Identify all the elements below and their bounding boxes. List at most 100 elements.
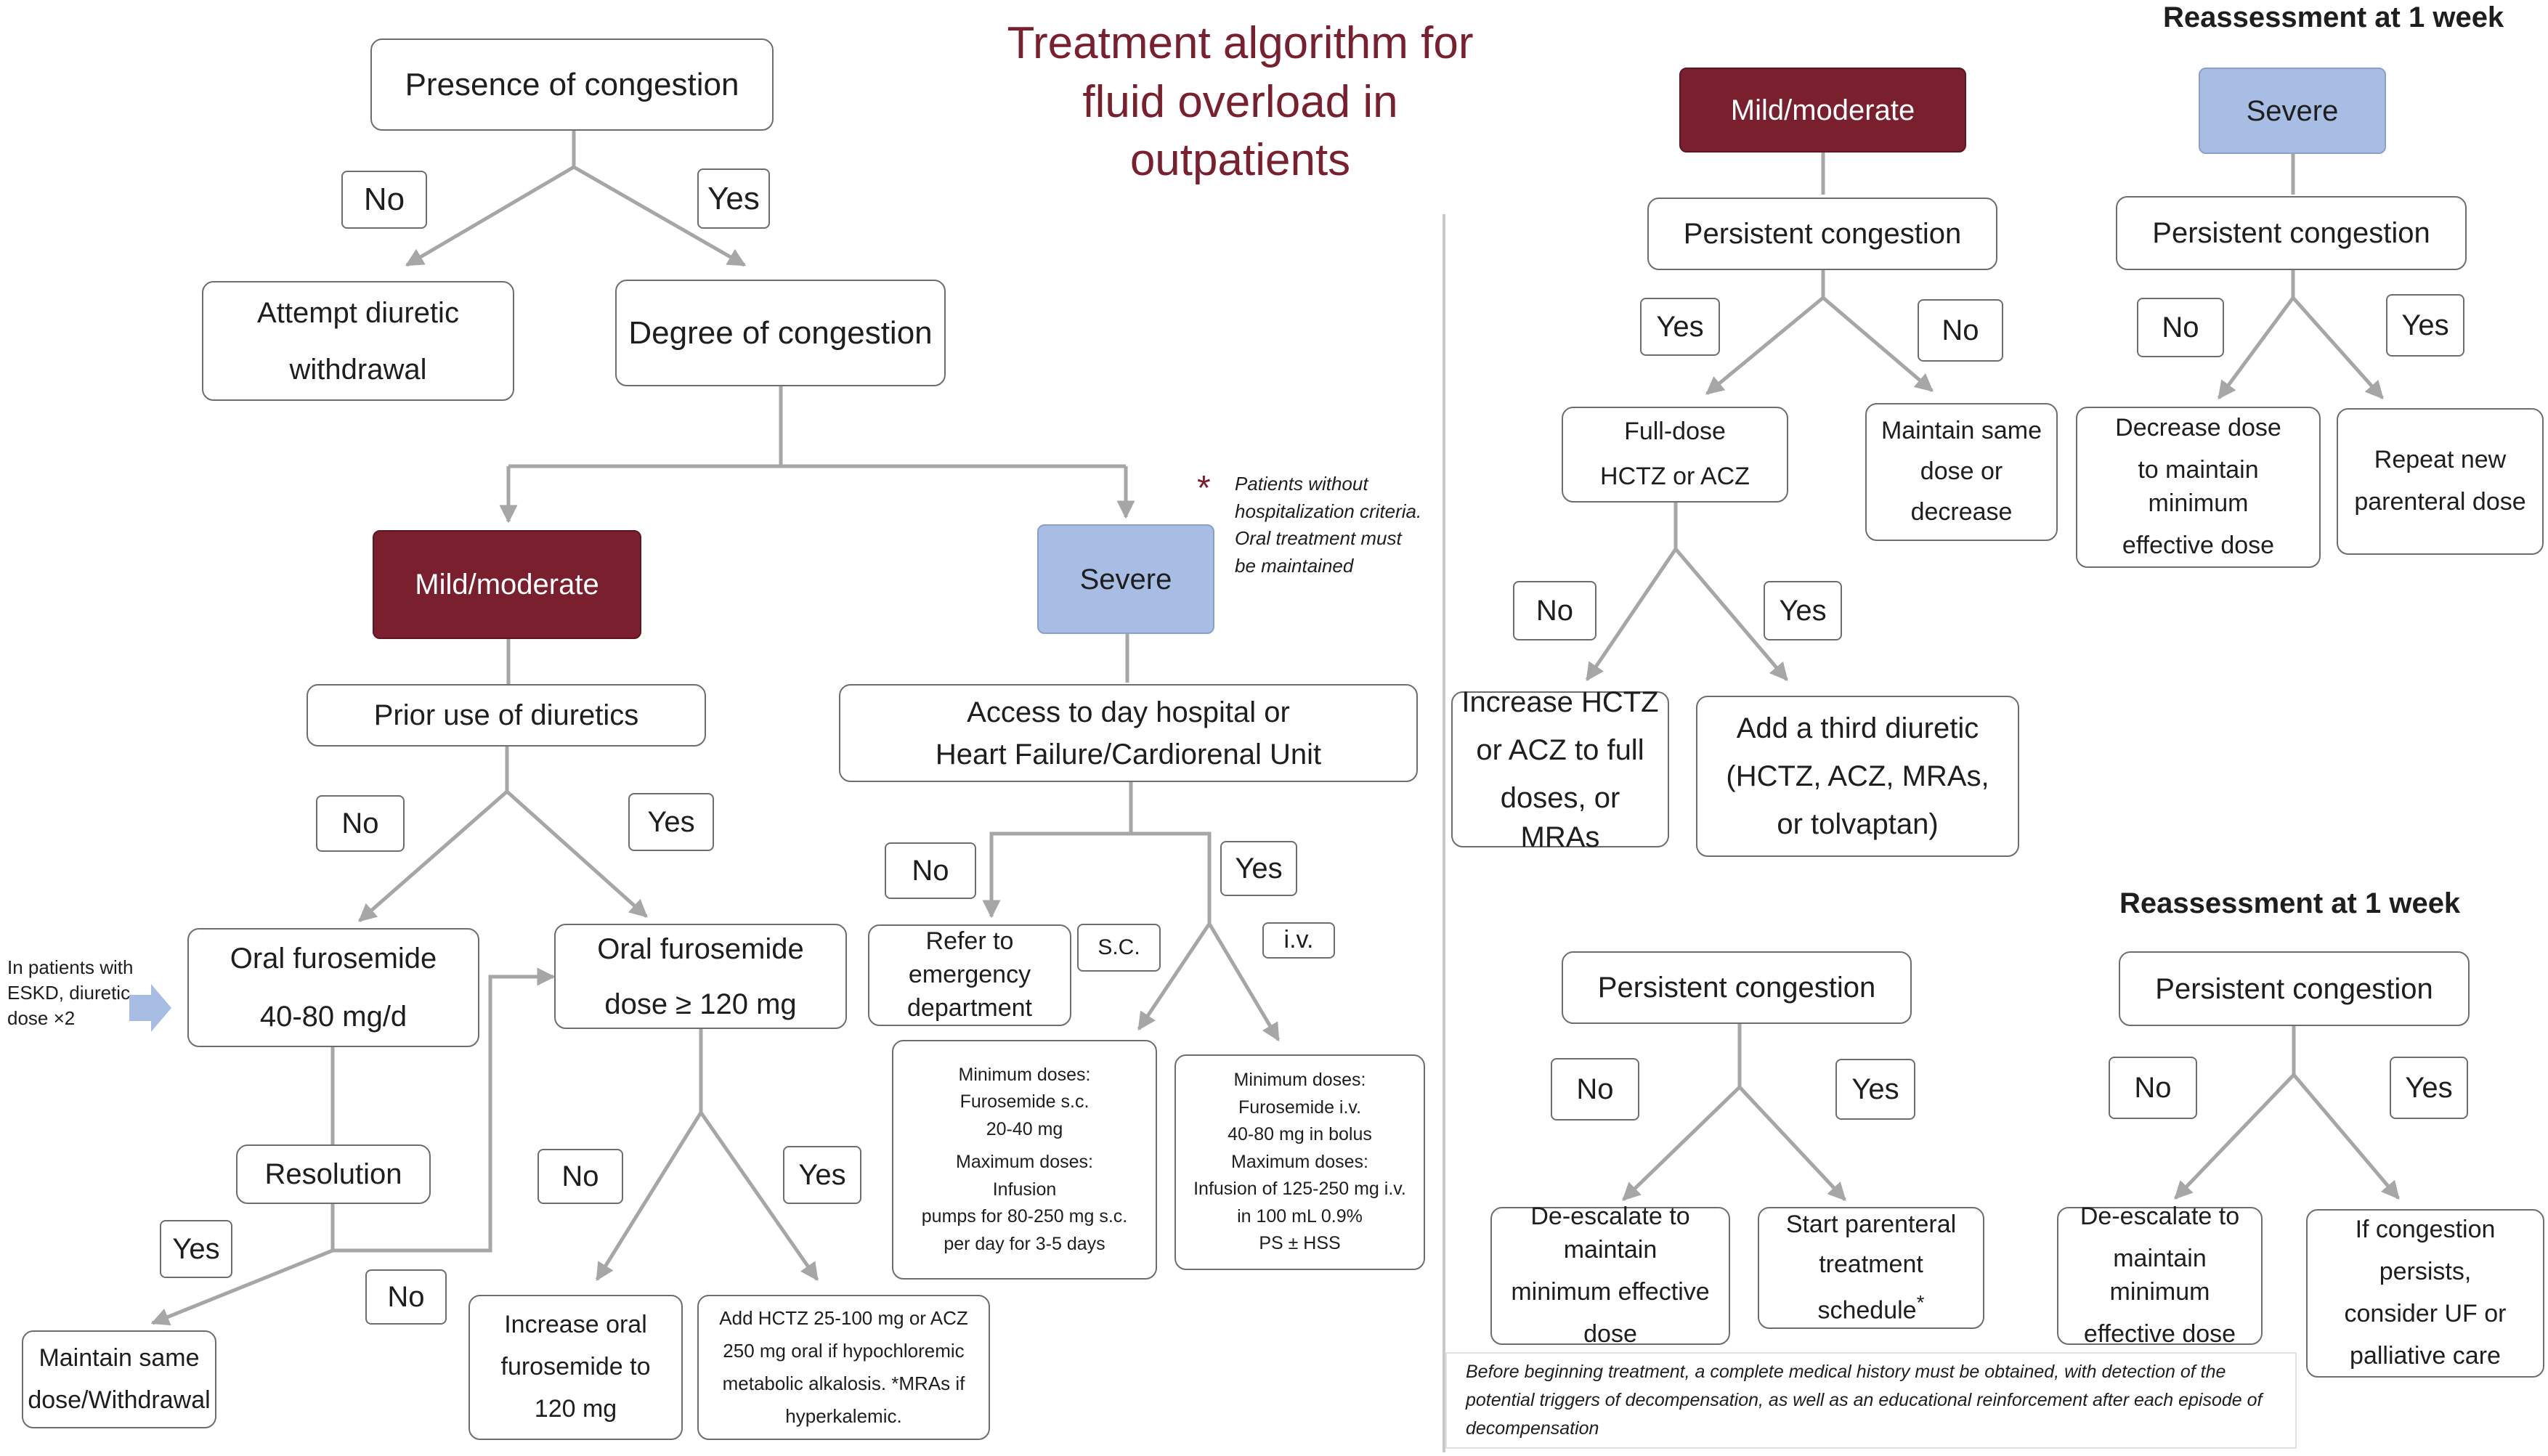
maintain-same-dose-box: Maintain same dose/Withdrawal — [22, 1330, 216, 1428]
no-text: No — [2162, 312, 2199, 343]
mild-persistent-congestion-box: Persistent congestion — [1647, 198, 1997, 270]
star-note: * Patients without hospitalization crite… — [1197, 469, 1453, 580]
mild-yes-label-box: Yes — [1640, 298, 1720, 356]
sc-dose-line: per day for 3-5 days — [944, 1233, 1105, 1254]
right-severe-box: Severe — [2199, 68, 2386, 154]
footnote-line-3: decompensation — [1466, 1418, 1599, 1439]
increase-line-3: doses, or MRAs — [1500, 781, 1620, 853]
attempt-line-2: withdrawal — [289, 353, 427, 386]
eskd-note-text: In patients with ESKD, diuretic dose ×2 — [7, 956, 134, 1030]
deescalate-to-maintain-box: De-escalate to maintain minimum effectiv… — [2057, 1203, 2263, 1348]
attempt-withdrawal-box: Attempt diuretic withdrawal — [202, 281, 514, 401]
bottom-severe-no-label-box: No — [2109, 1057, 2197, 1119]
start-line-3: schedule — [1817, 1296, 1917, 1325]
full-dose-no-label-box: No — [1513, 581, 1596, 640]
bottom-mild-yes-label-box: Yes — [1835, 1059, 1915, 1120]
sc-dose-line: Infusion — [992, 1179, 1057, 1200]
bottom-mild-no-label-box: No — [1551, 1058, 1639, 1121]
decrease-line-3: effective dose — [2122, 531, 2275, 559]
no-text: No — [387, 1281, 425, 1313]
no-text: No — [1535, 595, 1574, 627]
iv-dose-line: 40-80 mg in bolus — [1228, 1124, 1372, 1145]
increase-line-2: or ACZ to full — [1476, 733, 1644, 766]
yes-text: Yes — [2401, 309, 2449, 341]
iv-dose-line: in 100 mL 0.9% — [1237, 1205, 1363, 1227]
no-text: No — [561, 1160, 599, 1192]
iv-doses-box: Minimum doses: Furosemide i.v. 40-80 mg … — [1174, 1054, 1425, 1270]
right-mild-moderate-box: Mild/moderate — [1679, 68, 1966, 152]
add-third-diuretic-box: Add a third diuretic (HCTZ, ACZ, MRAs, o… — [1696, 696, 2019, 857]
maintain-line-1: Maintain same — [38, 1343, 200, 1372]
persistent-label: Persistent congestion — [2155, 972, 2433, 1005]
oral-b-no-label-box: No — [537, 1149, 623, 1204]
yes-text: Yes — [1779, 595, 1827, 627]
deesc-b-line-2: maintain minimum — [2109, 1245, 2210, 1306]
increase-hctz-box: Increase HCTZ or ACZ to full doses, or M… — [1451, 686, 1669, 853]
iv-route-label-box: i.v. — [1262, 922, 1335, 959]
presence-yes-label-box: Yes — [697, 168, 770, 229]
third-line-3: or tolvaptan) — [1777, 808, 1939, 840]
decrease-dose-box: Decrease dose to maintain minimum effect… — [2076, 407, 2321, 568]
footnote-line-2: potential triggers of decompensation, as… — [1466, 1390, 2263, 1411]
full-dose-hctz-box: Full-dose HCTZ or ACZ — [1562, 407, 1788, 503]
sc-dose-line: Minimum doses: — [958, 1064, 1091, 1085]
third-line-1: Add a third diuretic — [1736, 712, 1979, 744]
yes-text: Yes — [647, 806, 695, 838]
bottom-severe-persistent-congestion-box: Persistent congestion — [2119, 951, 2470, 1026]
star-note-line: be maintained — [1235, 555, 1354, 577]
increase-oral-furosemide-box: Increase oral furosemide to 120 mg — [468, 1295, 683, 1440]
prior-yes-label-box: Yes — [628, 793, 714, 851]
sc-doses-box: Minimum doses: Furosemide s.c. 20-40 mg … — [892, 1040, 1157, 1280]
no-text: No — [1942, 314, 1979, 346]
oral-b-line-1: Oral furosemide — [597, 932, 804, 965]
oral-furosemide-120-box: Oral furosemide dose ≥ 120 mg — [554, 924, 847, 1029]
refer-line-1: Refer to — [925, 927, 1014, 956]
start-parenteral-box: Start parenteral treatment schedule* — [1758, 1207, 1984, 1329]
add-hctz-line: metabolic alkalosis. *MRAs if — [722, 1372, 965, 1394]
mild-label: Mild/moderate — [1730, 94, 1915, 126]
prior-label: Prior use of diuretics — [373, 699, 639, 731]
access-day-hospital-box: Access to day hospital or Heart Failure/… — [839, 684, 1418, 782]
no-text: No — [912, 855, 949, 887]
severe-persistent-congestion-box: Persistent congestion — [2116, 196, 2467, 270]
iv-dose-line: Infusion of 125-250 mg i.v. — [1193, 1179, 1406, 1200]
severe-label: Severe — [2246, 94, 2339, 127]
repeat-line-1: Repeat new — [2374, 446, 2507, 474]
increase-line-3: 120 mg — [534, 1394, 617, 1423]
refer-line-3: department — [907, 993, 1032, 1022]
reassessment-heading-bottom: Reassessment at 1 week — [2119, 887, 2460, 920]
sc-dose-line: 20-40 mg — [986, 1118, 1063, 1139]
deesc-a-line-1: De-escalate to maintain — [1530, 1203, 1690, 1264]
sc-dose-line: Maximum doses: — [956, 1152, 1093, 1173]
yes-text: Yes — [172, 1233, 220, 1265]
add-hctz-box: Add HCTZ 25-100 mg or ACZ 250 mg oral if… — [697, 1295, 990, 1440]
footnote-line-1: Before beginning treatment, a complete m… — [1466, 1362, 2226, 1383]
full-line-2: HCTZ or ACZ — [1600, 463, 1750, 490]
persistent-label: Persistent congestion — [1683, 218, 1962, 250]
no-text: No — [1576, 1073, 1614, 1105]
yes-text: Yes — [2405, 1072, 2453, 1104]
no-text: No — [363, 182, 405, 218]
access-yes-label-box: Yes — [1220, 841, 1297, 896]
oral-b-line-2: dose ≥ 120 mg — [604, 988, 797, 1020]
if-line-1: If congestion — [2355, 1216, 2496, 1244]
decrease-line-2: to maintain minimum — [2138, 456, 2259, 517]
increase-line-2: furosemide to — [500, 1353, 651, 1381]
iv-dose-line: Maximum doses: — [1231, 1151, 1368, 1172]
sc-route-label-box: S.C. — [1077, 924, 1161, 972]
decrease-line-1: Decrease dose — [2115, 414, 2281, 442]
maintain-same-dose-or-decrease-box: Maintain same dose or decrease — [1865, 403, 2058, 541]
yes-text: Yes — [1851, 1073, 1899, 1105]
increase-line-1: Increase oral — [504, 1311, 647, 1339]
deesc-a-line-2: minimum effective — [1511, 1278, 1710, 1306]
degree-label: Degree of congestion — [628, 314, 933, 351]
full-line-1: Full-dose — [1624, 418, 1726, 446]
persistent-label: Persistent congestion — [1597, 972, 1876, 1004]
iv-dose-line: PS ± HSS — [1259, 1233, 1341, 1254]
sc-text: S.C. — [1097, 935, 1140, 959]
left-severe-box: Severe — [1037, 524, 1214, 634]
star-note-line: Oral treatment must — [1235, 527, 1402, 550]
start-asterisk: * — [1916, 1291, 1925, 1314]
